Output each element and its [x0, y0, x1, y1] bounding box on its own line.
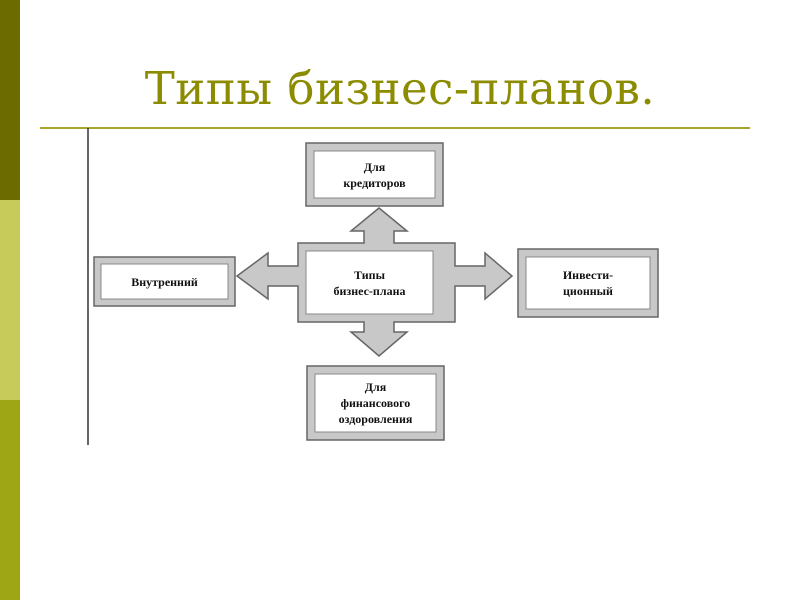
right-box-inner [525, 256, 651, 310]
slide-title: Типы бизнес-планов. [144, 62, 656, 115]
left-box-inner [100, 263, 229, 300]
center-box-inner [305, 250, 434, 315]
side-bar-dark [0, 0, 20, 200]
top-box-inner [313, 150, 436, 199]
title-underline [40, 127, 750, 129]
left-box-label: Внутренний [131, 274, 198, 289]
right-box-label: Инвести- ционный [562, 268, 614, 298]
side-bar-light [0, 200, 20, 400]
top-box-label: Для кредиторов [343, 159, 406, 190]
bottom-box-label: Для финансового оздоровления [338, 380, 413, 426]
side-bar-mid [0, 400, 20, 600]
bottom-box-inner [314, 373, 437, 433]
center-box-label: Типы бизнес-плана [333, 267, 406, 298]
